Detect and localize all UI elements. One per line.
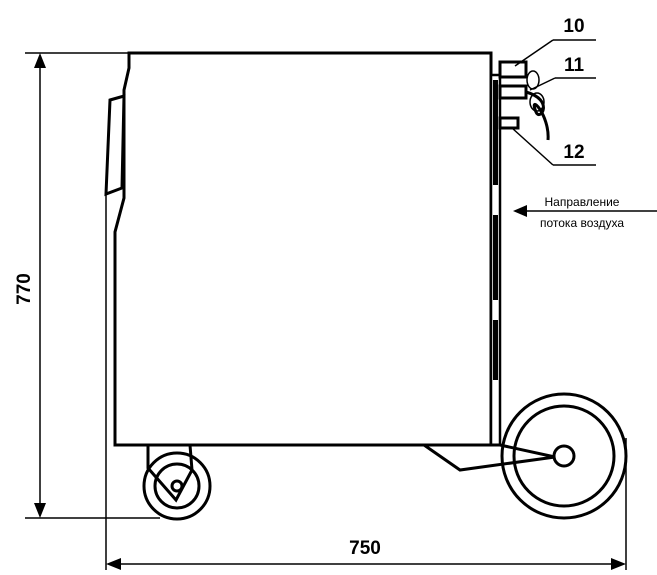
rear-axle-bracket <box>419 443 556 472</box>
width-dimension-label: 750 <box>349 538 381 559</box>
rear-wheel <box>500 392 628 520</box>
callout-10: 10 <box>514 16 596 67</box>
callout-10-label: 10 <box>563 16 584 37</box>
callout-11-label: 11 <box>564 55 585 76</box>
height-dimension-label: 770 <box>14 273 35 305</box>
airflow-label-line2: потока воздуха <box>540 216 624 230</box>
airflow-label-line1: Направление <box>545 195 620 209</box>
connector-10 <box>498 60 528 79</box>
connector-12 <box>498 116 520 130</box>
callout-12: 12 <box>511 127 596 166</box>
cabinet-body <box>104 51 502 447</box>
front-handle <box>104 93 126 197</box>
connector-11 <box>498 84 528 100</box>
airflow-direction: Направление потока воздуха <box>513 195 657 230</box>
airflow-arrow-icon <box>513 205 527 217</box>
rear-connectors <box>498 60 550 141</box>
width-dimension: 750 <box>105 195 627 570</box>
front-caster-wheel <box>142 444 212 521</box>
callout-11: 11 <box>529 55 596 91</box>
callout-12-label: 12 <box>563 142 584 163</box>
height-dimension: 770 <box>14 52 160 519</box>
power-cable <box>525 90 550 141</box>
